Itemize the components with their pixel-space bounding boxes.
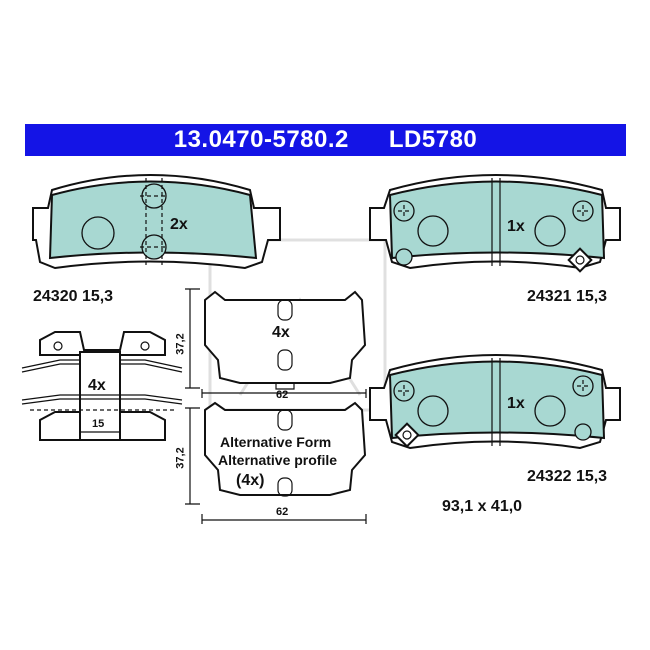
alt-shim-dim-width: 62 [276,506,289,518]
pad1-qty: 2x [170,216,188,233]
pad1-caption: 24320 15,3 [33,288,114,305]
pad3-qty: 1x [507,395,525,412]
brake-pad-1 [32,174,281,270]
shim-primary [185,288,367,398]
retaining-clip [21,331,183,441]
brake-pad-3 [369,354,621,450]
alt-shim-dim-height: 37,2 [174,447,187,469]
pad2-qty: 1x [507,218,525,235]
shim-dim-width: 62 [276,389,289,401]
pad2-caption: 24321 15,3 [527,288,608,305]
title-banner: 13.0470-5780.2 LD5780 [25,124,626,156]
alt-shim-line2: Alternative profile [218,452,338,468]
pad-size: 93,1 x 41,0 [442,498,523,515]
part-number: 13.0470-5780.2 [173,126,349,153]
alt-shim-line1: Alternative Form [220,434,332,450]
clip-dim: 15 [92,418,105,430]
shim-alternative [185,401,367,524]
ref-number: LD5780 [388,126,478,153]
clip-qty: 4x [88,377,106,394]
alt-shim-qty: (4x) [236,472,265,489]
brake-pad-2 [369,174,621,273]
shim-dim-height: 37,2 [174,333,187,355]
shim-qty: 4x [272,324,290,341]
pad3-caption: 24322 15,3 [527,468,608,485]
